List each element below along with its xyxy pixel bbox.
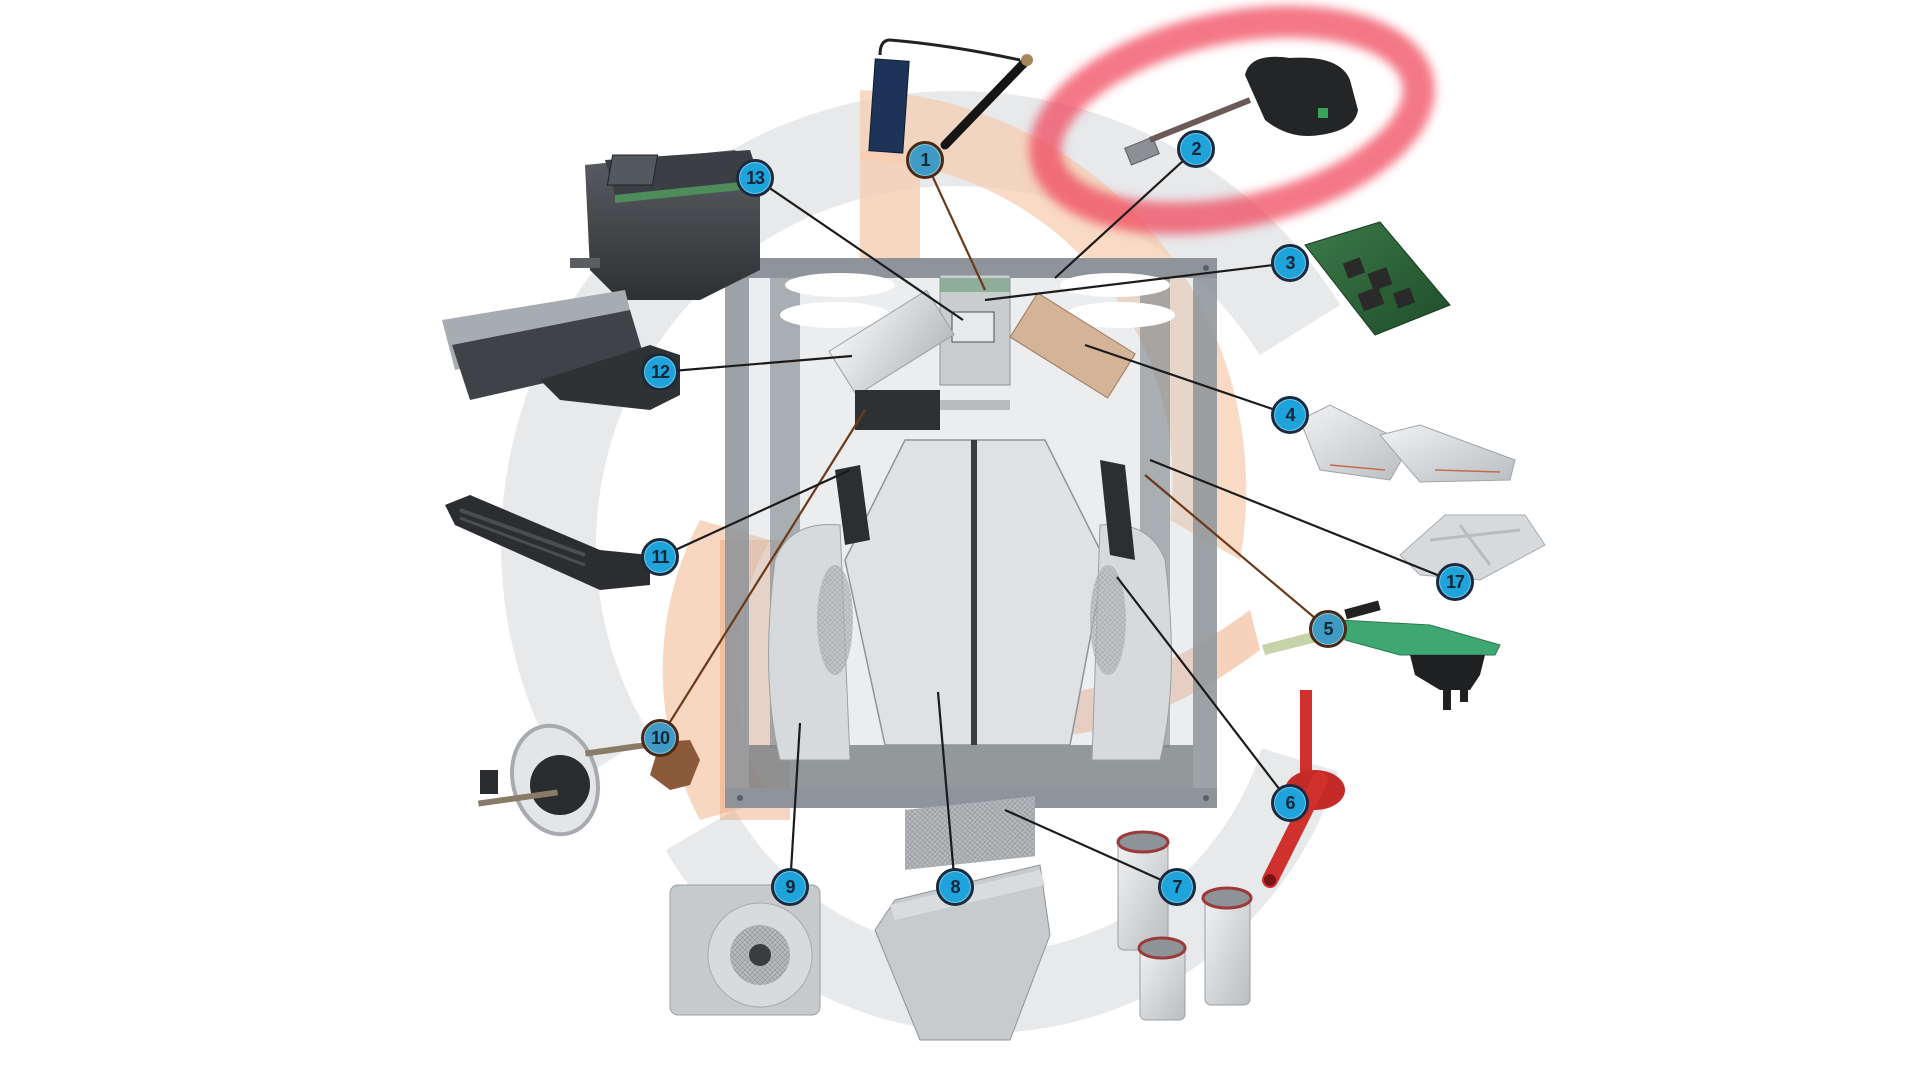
part-11-bypass-damper-blade[interactable] xyxy=(445,495,650,590)
callout-number: 11 xyxy=(651,547,669,567)
leader-line-13 xyxy=(754,177,964,321)
unit-pcb-strip xyxy=(940,278,1010,292)
part-7-duct-spigots[interactable] xyxy=(1116,830,1253,1021)
part-3-main-control-board[interactable] xyxy=(1304,221,1451,336)
unit-fan-left-grille xyxy=(817,565,853,675)
callout-6[interactable]: 6 xyxy=(1271,784,1309,822)
callout-12[interactable]: 12 xyxy=(641,353,679,391)
leader-line-1 xyxy=(924,159,986,291)
unit-frame-left-post xyxy=(725,258,749,808)
frame-screw xyxy=(737,795,743,801)
callout-number: 4 xyxy=(1285,405,1295,425)
unit-fan-right-grille xyxy=(1090,565,1126,675)
unit-filter-right xyxy=(1009,292,1136,399)
callout-5[interactable]: 5 xyxy=(1309,610,1347,648)
part-4-air-filters[interactable] xyxy=(1299,404,1516,483)
main-unit-assembly[interactable] xyxy=(725,258,1217,808)
callout-17[interactable]: 17 xyxy=(1436,563,1474,601)
leader-line-8 xyxy=(936,691,957,888)
unit-frame-bottom-rail xyxy=(725,788,1217,808)
part-8-heat-exchanger-core[interactable] xyxy=(874,796,1051,1041)
leader-lines xyxy=(659,148,1456,889)
part-17-filter-cover-plate[interactable] xyxy=(1399,514,1546,581)
callout-number: 9 xyxy=(785,877,795,897)
callout-number: 1 xyxy=(920,150,930,170)
callout-9[interactable]: 9 xyxy=(771,868,809,906)
callout-number: 8 xyxy=(950,877,960,897)
callout-number: 12 xyxy=(650,362,670,382)
callout-number: 17 xyxy=(1445,572,1465,592)
callout-number: 7 xyxy=(1172,877,1182,897)
callout-10[interactable]: 10 xyxy=(641,719,679,757)
part-1-radio-module[interactable] xyxy=(868,38,1033,154)
part-9-fan-blower[interactable] xyxy=(669,884,821,1016)
part-13-control-display-panel[interactable] xyxy=(570,150,760,300)
unit-damper-right xyxy=(1100,460,1135,560)
duct-port-right xyxy=(1065,302,1175,328)
unit-heat-exchanger-divider xyxy=(971,440,977,745)
callout-number: 2 xyxy=(1191,139,1201,159)
part-5-pressure-sensor-board[interactable] xyxy=(1262,600,1501,710)
leader-line-4 xyxy=(1084,343,1291,417)
callout-number: 5 xyxy=(1323,619,1333,639)
duct-port-top-left xyxy=(785,273,895,297)
leader-line-9 xyxy=(788,722,802,888)
callout-13[interactable]: 13 xyxy=(736,159,774,197)
callout-2[interactable]: 2 xyxy=(1177,130,1215,168)
duct-port-left xyxy=(780,302,890,328)
unit-filter-left xyxy=(828,289,955,397)
leader-line-10 xyxy=(659,409,866,739)
leader-line-12 xyxy=(659,354,853,374)
callout-3[interactable]: 3 xyxy=(1271,244,1309,282)
leader-line-5 xyxy=(1144,474,1329,630)
callout-number: 13 xyxy=(745,168,765,188)
unit-bypass-housing xyxy=(855,390,940,430)
callout-number: 10 xyxy=(650,728,670,748)
highlight-ring xyxy=(1029,5,1435,235)
callout-7[interactable]: 7 xyxy=(1158,868,1196,906)
frame-screw xyxy=(1203,265,1209,271)
unit-frame-top-rail xyxy=(725,258,1217,278)
unit-bypass-rod xyxy=(940,400,1010,410)
callout-1[interactable]: 1 xyxy=(906,141,944,179)
unit-damper-left xyxy=(835,465,870,545)
callout-number: 6 xyxy=(1285,793,1295,813)
callout-11[interactable]: 11 xyxy=(641,538,679,576)
leader-line-11 xyxy=(659,468,851,559)
callout-8[interactable]: 8 xyxy=(936,868,974,906)
leader-line-6 xyxy=(1116,576,1291,804)
leader-line-7 xyxy=(1004,808,1178,889)
leader-line-3 xyxy=(984,261,1291,302)
callout-number: 3 xyxy=(1285,253,1295,273)
part-2-sensor[interactable] xyxy=(1124,56,1358,166)
leader-line-17 xyxy=(1149,458,1456,584)
callout-4[interactable]: 4 xyxy=(1271,396,1309,434)
leader-line-2 xyxy=(1054,148,1197,279)
frame-screw xyxy=(1203,795,1209,801)
